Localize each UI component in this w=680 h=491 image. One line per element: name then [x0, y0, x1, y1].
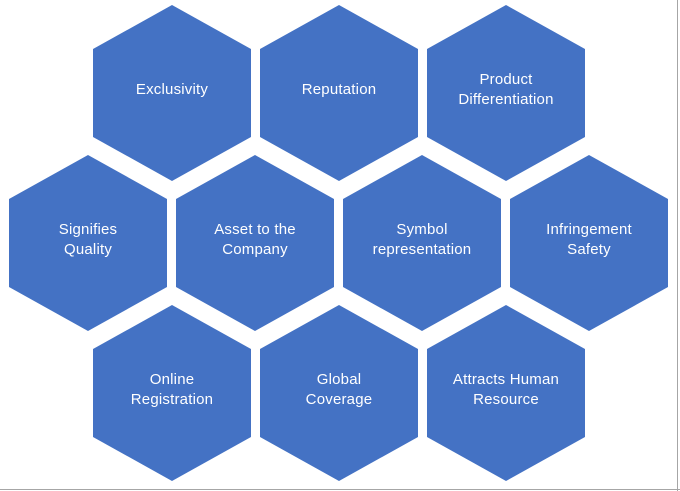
hexagon-label-line: representation	[372, 241, 472, 258]
hexagon-label: Symbol representation	[357, 220, 487, 260]
hexagon-label: Reputation	[274, 80, 404, 100]
hexagon-label: Exclusivity	[107, 80, 237, 100]
hexagon-label-line: Company	[222, 241, 288, 258]
hexagon-label-line: Infringement	[546, 221, 632, 238]
hexagon-label-line: Safety	[567, 241, 611, 258]
hexagon-label-line: Exclusivity	[135, 81, 209, 98]
hexagon-label-line: Resource	[473, 391, 539, 408]
hexagon-symbol-representation: Symbol representation	[343, 155, 501, 331]
hexagon-label-line: Differentiation	[458, 91, 554, 108]
page-border-right	[676, 0, 678, 491]
hexagon-label-line: Symbol	[396, 221, 448, 238]
page-border-bottom	[0, 488, 680, 490]
hexagon-reputation: Reputation	[260, 5, 418, 181]
hexagon-label-line: Registration	[130, 391, 214, 408]
hexagon-label-line: Quality	[63, 241, 113, 258]
hexagon-label-line: Online	[149, 371, 195, 388]
hexagon-label-line: Attracts Human	[452, 371, 560, 388]
hexagon-label-line: Signifies	[58, 221, 118, 238]
hexagon-label-line: Product	[479, 71, 533, 88]
hexagon-label-line: Reputation	[301, 81, 377, 98]
hexagon-label-line: Global	[316, 371, 362, 388]
hexagon-label-line: Coverage	[305, 391, 373, 408]
hexagon-label-line: Asset to the	[214, 221, 296, 238]
hexagon-exclusivity: Exclusivity	[93, 5, 251, 181]
